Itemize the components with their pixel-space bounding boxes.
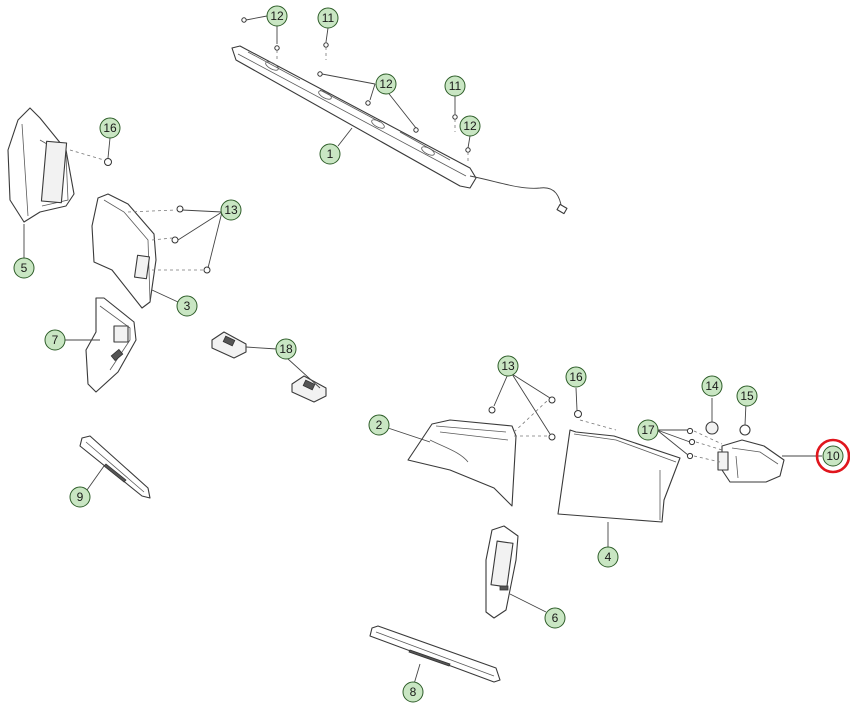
callouts: 12 11 12 11 12 1 16 5 13 3 7 18 9 13 16 …	[13, 5, 844, 703]
highlight-ring-callout-10	[815, 438, 850, 474]
svg-text:5: 5	[21, 261, 28, 275]
svg-text:14: 14	[705, 379, 719, 393]
leader-lines	[23, 15, 822, 685]
svg-text:6: 6	[552, 611, 559, 625]
callout-13: 13	[497, 355, 519, 377]
callout-12: 12	[266, 5, 288, 27]
callout-12: 12	[375, 73, 397, 95]
callout-15: 15	[736, 385, 758, 407]
part-7-left-lower-bracket	[85, 297, 137, 393]
callout-11: 11	[444, 75, 466, 97]
svg-text:7: 7	[52, 333, 59, 347]
callout-16: 16	[565, 366, 587, 388]
svg-text:9: 9	[77, 490, 84, 504]
svg-text:11: 11	[322, 11, 335, 25]
part-15-cap	[739, 424, 751, 436]
callout-5: 5	[13, 257, 35, 279]
svg-text:13: 13	[224, 203, 238, 217]
svg-text:4: 4	[605, 550, 612, 564]
part-18-license-lamps	[211, 331, 327, 403]
svg-text:8: 8	[410, 685, 417, 699]
svg-text:11: 11	[449, 79, 462, 93]
callout-2: 2	[368, 414, 390, 436]
svg-text:17: 17	[641, 423, 655, 437]
svg-text:12: 12	[463, 119, 477, 133]
part-4-center-right-lamp	[557, 410, 681, 523]
callout-10[interactable]: 10	[822, 445, 844, 467]
callout-11: 11	[317, 7, 339, 29]
part-6-center-bracket	[485, 525, 519, 619]
callout-1: 1	[319, 143, 341, 165]
callout-4: 4	[597, 546, 619, 568]
part-14-grommet	[705, 421, 719, 435]
part-9-left-lower-molding	[79, 435, 151, 499]
svg-text:16: 16	[103, 121, 117, 135]
callout-9: 9	[69, 486, 91, 508]
callout-3: 3	[176, 295, 198, 317]
part-2-center-left-lamp	[407, 396, 556, 507]
svg-text:18: 18	[279, 342, 293, 356]
svg-text:10: 10	[826, 449, 840, 463]
svg-text:13: 13	[501, 359, 515, 373]
callout-14: 14	[701, 375, 723, 397]
svg-text:3: 3	[184, 299, 191, 313]
svg-text:15: 15	[740, 389, 754, 403]
fasteners-part-1	[241, 17, 471, 162]
callout-17: 17	[637, 419, 659, 441]
callout-13: 13	[220, 199, 242, 221]
svg-text:12: 12	[379, 77, 393, 91]
part-1-upper-trim-bar	[231, 45, 568, 215]
callout-8: 8	[402, 681, 424, 703]
part-5-left-side-cover	[7, 107, 112, 223]
part-3-left-inner-panel	[91, 193, 211, 309]
part-10-right-lamp-assembly	[686, 398, 785, 483]
svg-text:1: 1	[327, 147, 334, 161]
callout-12: 12	[459, 115, 481, 137]
callout-7: 7	[44, 329, 66, 351]
callout-6: 6	[544, 607, 566, 629]
svg-text:12: 12	[270, 9, 284, 23]
callout-16: 16	[99, 117, 121, 139]
part-8-center-lower-molding	[369, 625, 501, 683]
callout-18: 18	[275, 338, 297, 360]
svg-text:16: 16	[569, 370, 583, 384]
svg-text:2: 2	[376, 418, 383, 432]
